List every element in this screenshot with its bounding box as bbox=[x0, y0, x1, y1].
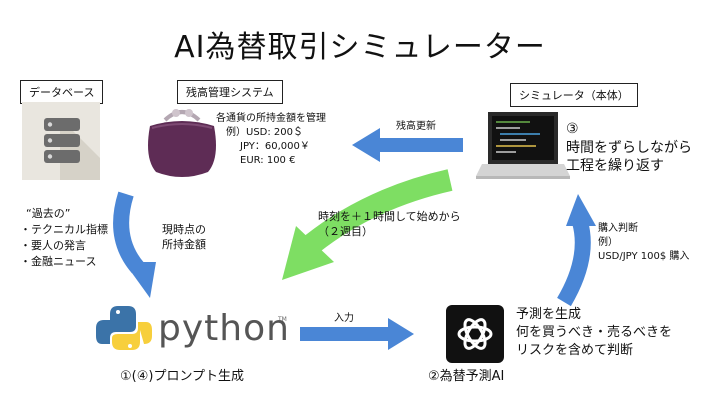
balance-update-label: 残高更新 bbox=[396, 121, 436, 132]
past-data-heading: “過去の” bbox=[26, 207, 71, 220]
step3-line2: 工程を繰り返す bbox=[566, 158, 664, 174]
arrow-purchase-decision bbox=[557, 194, 596, 307]
past-data-item-news: ・金融ニュース bbox=[20, 255, 97, 268]
past-data-item-remarks: ・要人の発言 bbox=[20, 239, 86, 252]
purchase-line2: 例） bbox=[598, 237, 618, 248]
balance-system-label: 残高管理システム bbox=[177, 80, 283, 104]
ai-caption: ②為替予測AI bbox=[428, 369, 505, 384]
step3-number: ③ bbox=[566, 121, 579, 137]
database-label: データベース bbox=[20, 80, 104, 104]
python-tm: TM bbox=[278, 316, 287, 323]
current-balance-line1: 現時点の bbox=[162, 223, 206, 236]
arrow-time-advance bbox=[282, 169, 453, 280]
ai-line2: 何を買うべき・売るべきを bbox=[516, 325, 673, 340]
arrow-balance-update bbox=[352, 128, 463, 162]
arrow-input bbox=[300, 318, 414, 350]
past-data-item-technical: ・テクニカル指標 bbox=[20, 223, 108, 236]
purse-icon bbox=[148, 109, 216, 177]
database-icon bbox=[22, 102, 100, 180]
ai-logo-icon bbox=[446, 305, 504, 363]
time-advance-line2: （２週目） bbox=[318, 225, 373, 238]
time-advance-line1: 時刻を＋１時間して始めから bbox=[318, 210, 461, 223]
balance-line-usd: 例）USD: 200＄ bbox=[226, 127, 304, 138]
simulator-label: シミュレータ（本体） bbox=[510, 83, 638, 107]
balance-line-eur: EUR: 100 € bbox=[240, 155, 296, 166]
purchase-line3: USD/JPY 100$ 購入 bbox=[598, 251, 690, 262]
page-title: AI為替取引シミュレーター bbox=[174, 30, 546, 65]
step3-line1: 時間をずらしながら bbox=[566, 140, 692, 156]
balance-heading: 各通貨の所持金額を管理 bbox=[216, 113, 326, 124]
purchase-line1: 購入判断 bbox=[598, 223, 638, 234]
current-balance-line2: 所持金額 bbox=[162, 238, 206, 251]
ai-line1: 予測を生成 bbox=[516, 307, 582, 322]
python-wordmark: python bbox=[158, 308, 290, 349]
balance-line-jpy: JPY：60,000￥ bbox=[240, 141, 310, 152]
ai-line3: リスクを含めて判断 bbox=[516, 343, 634, 358]
python-logo-icon bbox=[96, 306, 152, 350]
laptop-icon bbox=[476, 112, 570, 179]
input-label: 入力 bbox=[334, 313, 354, 324]
arrow-database-to-python bbox=[113, 191, 156, 298]
python-caption: ①(④)プロンプト生成 bbox=[120, 369, 245, 384]
